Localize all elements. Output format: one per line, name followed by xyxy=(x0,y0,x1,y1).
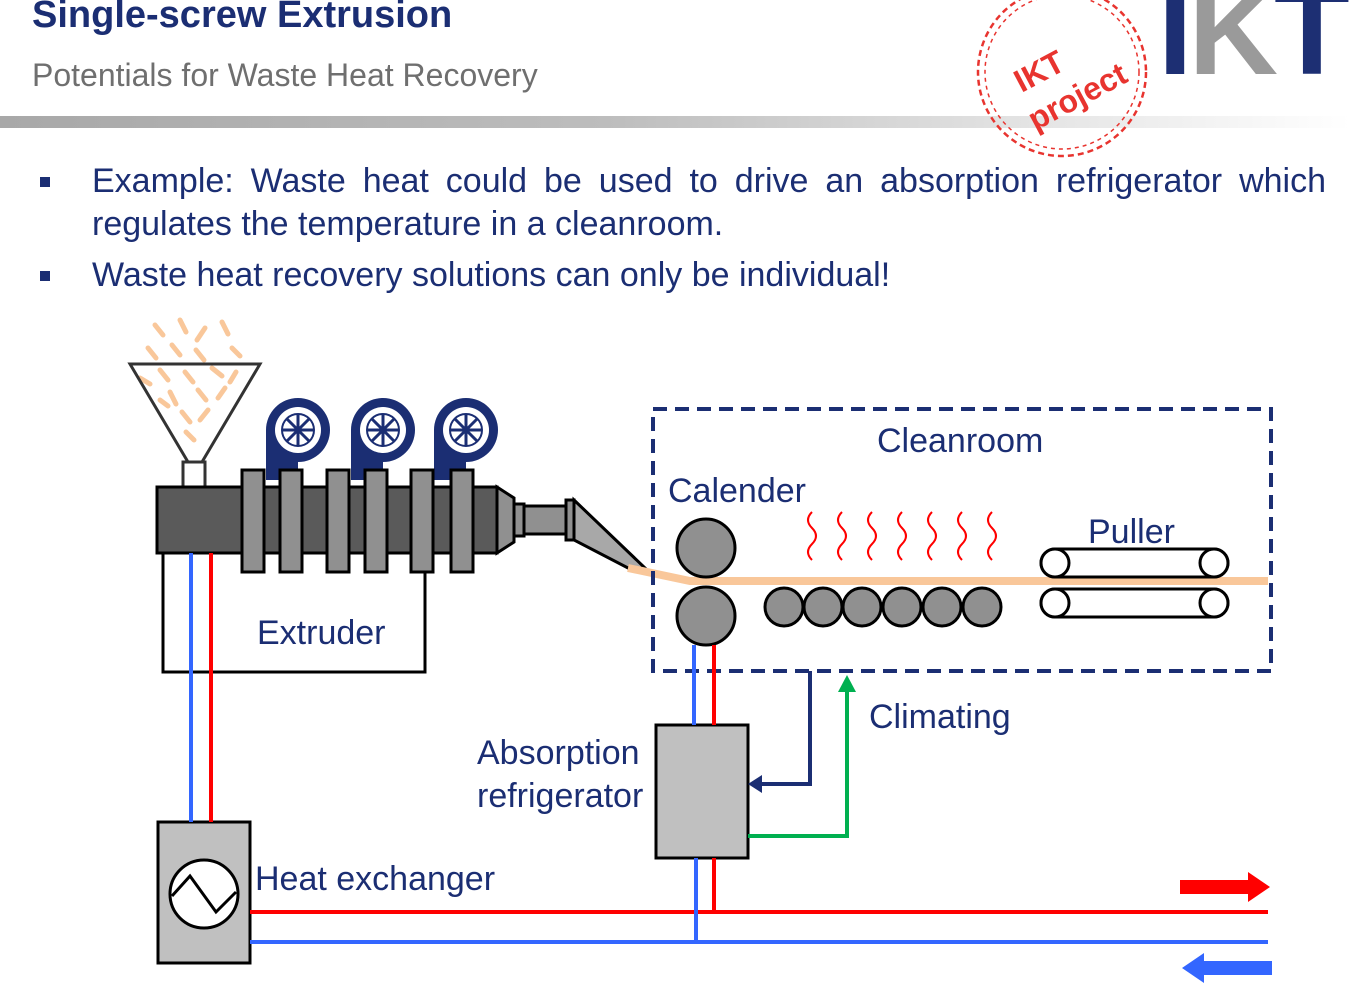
main-hot-cold-lines xyxy=(250,858,1268,944)
page-title: Single-screw Extrusion xyxy=(32,0,453,36)
header-divider xyxy=(0,116,1350,128)
hopper xyxy=(127,362,263,464)
label-climating: Climating xyxy=(869,698,1011,736)
plastic-film xyxy=(627,564,1268,585)
plastic-granules xyxy=(137,317,243,443)
cooling-fan-icon xyxy=(264,396,332,482)
calender-roll xyxy=(675,585,737,647)
calender-pipes xyxy=(692,645,716,725)
label-absorption-line1: Absorption xyxy=(477,734,640,772)
logo-letter-i: I xyxy=(1158,0,1193,101)
climating-return-arrow xyxy=(758,671,812,786)
label-calender: Calender xyxy=(668,472,806,510)
label-cleanroom: Cleanroom xyxy=(877,422,1043,460)
hot-out-arrow-icon xyxy=(1180,872,1270,902)
cooling-fan-icon xyxy=(349,396,417,482)
heat-exchanger-icon xyxy=(170,873,238,915)
label-absorption-line2: refrigerator xyxy=(477,777,643,815)
logo-letter-t: T xyxy=(1274,0,1350,101)
climating-supply-arrow xyxy=(748,688,849,838)
absorption-refrigerator xyxy=(654,723,750,860)
ikt-project-stamp: IKT project xyxy=(976,0,1148,158)
cooling-rollers xyxy=(763,586,1003,628)
cold-in-arrow-icon xyxy=(1182,953,1272,983)
bullet-item: Waste heat recovery solutions can only b… xyxy=(36,254,1326,297)
page-subtitle: Potentials for Waste Heat Recovery xyxy=(32,57,538,93)
calender-roll xyxy=(675,517,737,579)
puller-belts xyxy=(1039,547,1230,619)
ikt-logo: IKT xyxy=(1158,0,1350,94)
heat-wave-icons xyxy=(807,511,997,561)
label-extruder: Extruder xyxy=(257,614,386,652)
bullet-item: Example: Waste heat could be used to dri… xyxy=(36,160,1326,246)
heater-bands xyxy=(240,468,475,574)
label-puller: Puller xyxy=(1088,513,1175,551)
cooling-fan-icon xyxy=(432,396,500,482)
logo-letter-k: K xyxy=(1188,0,1278,101)
bullet-list: Example: Waste heat could be used to dri… xyxy=(36,160,1326,305)
extruder-pipes xyxy=(189,553,213,822)
cleanroom-boundary xyxy=(651,407,1273,673)
extruder-die xyxy=(495,484,516,556)
label-heat-exchanger: Heat exchanger xyxy=(255,860,495,898)
